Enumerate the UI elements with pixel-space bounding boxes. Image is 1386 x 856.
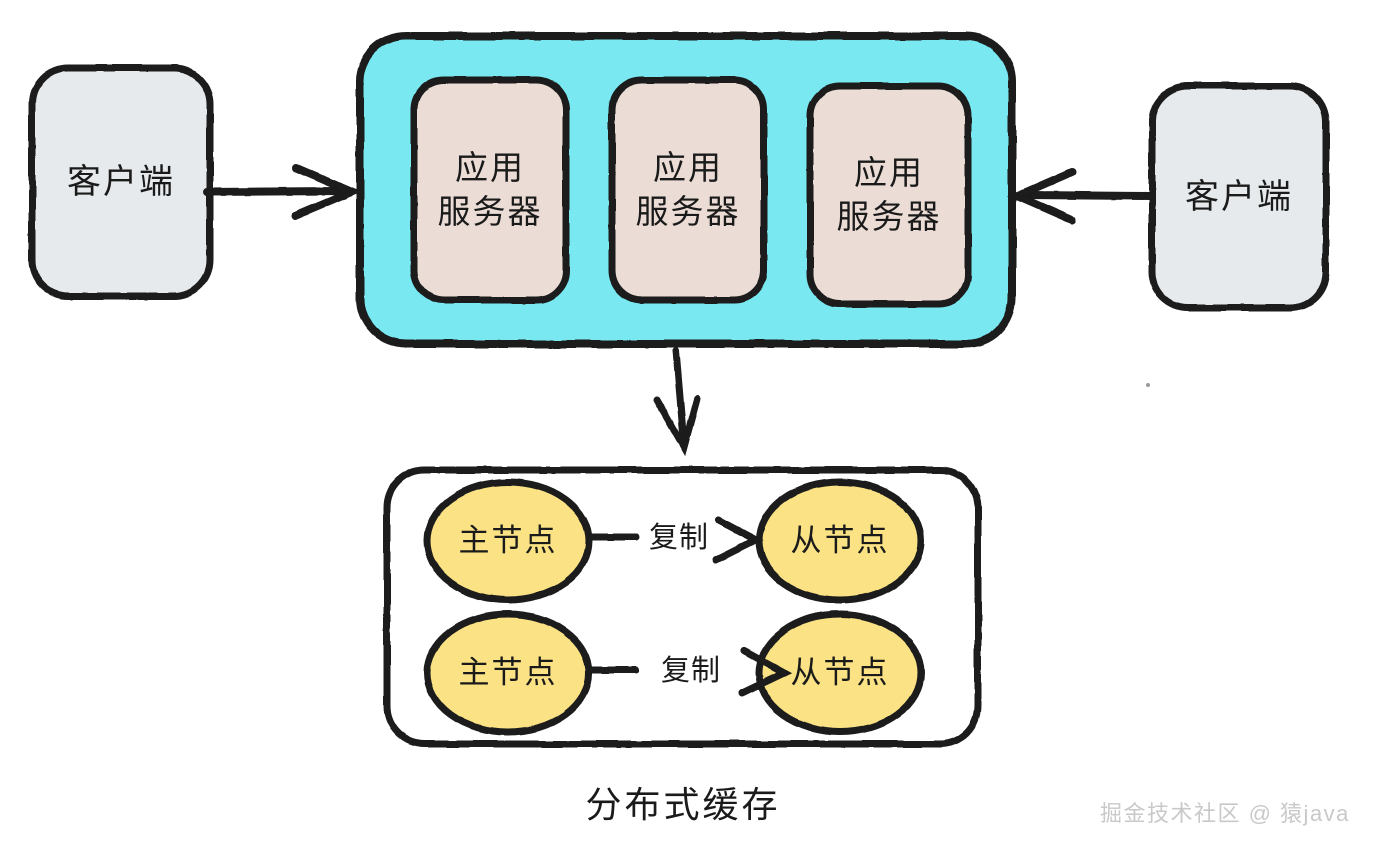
app-server-1-shape[interactable] (410, 76, 570, 304)
replication-edge-1 (588, 516, 764, 564)
replication-edge-2 (588, 647, 792, 697)
arrow-cluster-to-cache (653, 346, 701, 457)
stray-dot-mark (1146, 383, 1150, 387)
arrow-client-right-to-cluster (1006, 168, 1154, 224)
app-server-3-shape[interactable] (806, 82, 972, 308)
app-server-2-shape[interactable] (608, 76, 768, 304)
cache-slave-1-shape[interactable] (755, 478, 925, 604)
cache-master-1-shape[interactable] (423, 478, 593, 604)
cache-slave-2-shape[interactable] (755, 610, 925, 736)
arrow-client-left-to-cluster (203, 164, 363, 220)
client-left-shape[interactable] (28, 64, 214, 300)
cache-master-2-shape[interactable] (423, 610, 593, 736)
client-right-shape[interactable] (1148, 82, 1330, 312)
watermark: 掘金技术社区 @ 猿java (1100, 801, 1350, 826)
